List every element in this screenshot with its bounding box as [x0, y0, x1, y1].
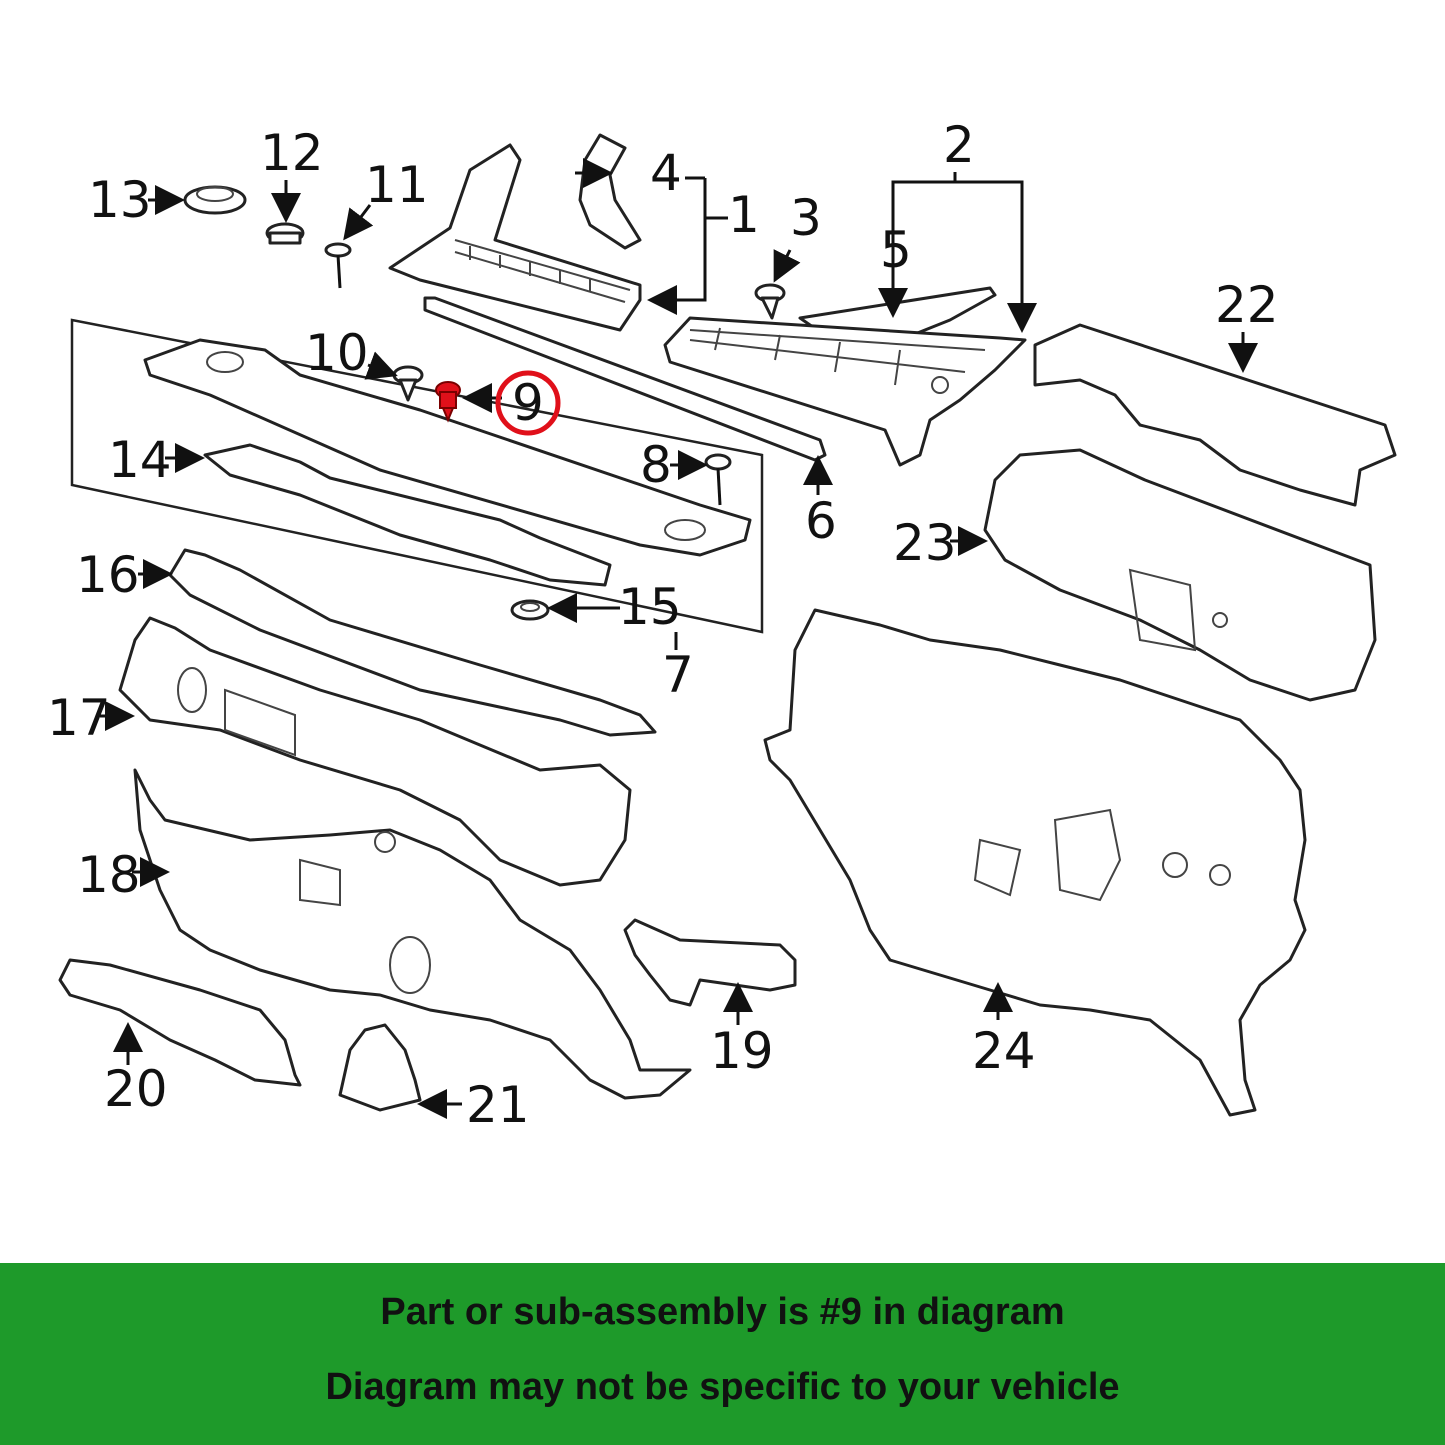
part-8-bolt	[704, 453, 732, 506]
leader-lines	[100, 158, 1258, 1119]
callout-1: 1	[728, 186, 760, 244]
part-11-bolt	[324, 242, 352, 289]
callout-14: 14	[108, 431, 172, 489]
part-15-grommet	[510, 599, 550, 621]
part-17-cowl-upper	[118, 616, 632, 887]
callout-20: 20	[104, 1060, 168, 1118]
part-10-clip	[392, 365, 424, 402]
callout-19: 19	[710, 1022, 774, 1080]
part-23-insulator	[983, 448, 1377, 702]
callout-15: 15	[618, 578, 682, 636]
callout-13: 13	[88, 171, 152, 229]
assembly-7-box	[70, 318, 764, 634]
part-1-cowl-grille	[388, 143, 642, 332]
part-3-clip	[754, 283, 786, 320]
part-16-bar	[168, 548, 657, 737]
callout-3: 3	[790, 189, 822, 247]
part-18-dash-insulator	[133, 768, 692, 1100]
callout-11: 11	[365, 156, 429, 214]
part-7-cowl-panel	[143, 338, 752, 557]
callout-21: 21	[466, 1076, 530, 1134]
callout-23: 23	[893, 514, 957, 572]
callout-10: 10	[305, 324, 369, 382]
part-12-plug	[265, 222, 305, 245]
part-19-bracket	[623, 918, 797, 1007]
part-21-cover	[338, 1023, 422, 1112]
info-banner: Part or sub-assembly is #9 in diagram Di…	[0, 1263, 1445, 1445]
part-20-rail	[58, 958, 302, 1087]
callout-12: 12	[260, 124, 324, 182]
callout-5: 5	[880, 221, 912, 279]
part-24-dash-panel	[763, 608, 1307, 1117]
callout-2: 2	[943, 116, 975, 174]
part-2-cowl-grille-right	[663, 286, 1027, 467]
part-9-push-pin	[435, 381, 461, 423]
part-13-grommet	[183, 185, 247, 215]
parts-diagram: 13 12 11 4 1 3 2 5 22 10 9 14 8 6 23 16 …	[47, 116, 1397, 1134]
banner-part-number-text: Part or sub-assembly is #9 in diagram	[380, 1291, 1065, 1333]
callout-6: 6	[805, 492, 837, 550]
part-14-reinforcement	[203, 443, 612, 587]
callout-16: 16	[76, 546, 140, 604]
callout-4: 4	[650, 144, 682, 202]
callout-9: 9	[512, 374, 544, 432]
highlight-ring	[495, 370, 561, 436]
part-4-trim	[578, 133, 642, 250]
callout-18: 18	[77, 846, 141, 904]
callout-7: 7	[662, 646, 694, 704]
part-22-panel	[1033, 323, 1397, 507]
callout-22: 22	[1215, 276, 1279, 334]
callout-24: 24	[972, 1022, 1036, 1080]
callout-8: 8	[640, 436, 672, 494]
banner-disclaimer-text: Diagram may not be specific to your vehi…	[325, 1366, 1120, 1408]
callout-17: 17	[47, 689, 111, 747]
